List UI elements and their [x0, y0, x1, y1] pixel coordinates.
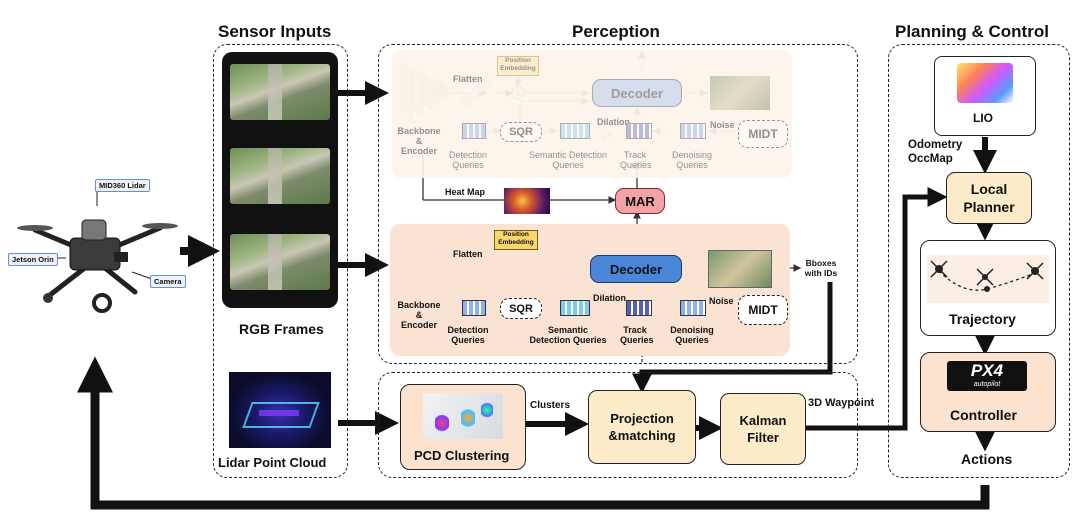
sqr-top: SQR: [500, 122, 542, 142]
kalman-to-planner-arrow: [806, 187, 948, 431]
controller-label: Controller: [950, 407, 1017, 423]
dilation-label-bottom: Dilation: [593, 293, 626, 303]
clusters-label: Clusters: [530, 400, 571, 411]
jetson-label: Jetson Orin: [12, 255, 54, 264]
rgb-frames-stack: [222, 52, 338, 308]
perception-group: [378, 44, 858, 364]
pcd-clustering-label: PCD Clustering: [414, 448, 510, 463]
lio-box: LIO: [934, 56, 1036, 136]
sensor-inputs-group: [213, 44, 348, 478]
pcd-clustering-box: PCD Clustering: [400, 384, 526, 470]
lio-label: LIO: [973, 111, 993, 125]
flatten-label-top: Flatten: [453, 74, 483, 84]
detection-query-stack-bottom: [462, 300, 486, 316]
drone-illustration: [10, 200, 180, 320]
perception-top-panel: [392, 50, 792, 178]
detection-queries-top: Detection Queries: [448, 150, 488, 170]
lidar-label-tag: MID360 Lidar: [95, 179, 150, 192]
midt-top: MIDT: [738, 120, 788, 148]
projection-matching-box: Projection &matching: [588, 390, 696, 464]
local-planner-box: Local Planner: [946, 172, 1032, 224]
midt-bottom: MIDT: [738, 295, 788, 325]
decoder-bottom: Decoder: [590, 255, 682, 283]
feedback-loop-arrow: [77, 356, 990, 510]
odometry-label: Odometry OccMap: [908, 139, 963, 165]
position-embedding-top: Position Embedding: [497, 56, 539, 76]
pcd-clustering-image: [423, 393, 503, 439]
perception-bottom-panel: [390, 224, 790, 356]
backbone-label-top: Backbone & Encoder: [397, 126, 441, 156]
camera-label-tag: Camera: [150, 275, 186, 288]
trajectory-box: Trajectory: [920, 240, 1056, 336]
actions-label: Actions: [961, 451, 1013, 467]
rgb-frame-3: [230, 234, 330, 290]
kalman-filter-box: Kalman Filter: [720, 393, 806, 465]
sensor-inputs-title: Sensor Inputs: [218, 22, 332, 41]
px4-logo: PX4 autopilot: [947, 361, 1027, 391]
perception-title: Perception: [572, 22, 660, 41]
noise-label-bottom: Noise: [709, 296, 734, 306]
heat-map-image: [504, 188, 550, 214]
tracking-group: [378, 372, 858, 478]
rgb-frames-label: RGB Frames: [239, 321, 324, 337]
planning-control-title: Planning & Control: [895, 22, 1049, 41]
semantic-query-stack-bottom: [560, 300, 590, 316]
lio-map-image: [957, 63, 1013, 103]
jetson-label-tag: Jetson Orin: [8, 253, 58, 266]
rgb-frame-1: [230, 64, 330, 120]
sqr-bottom: SQR: [500, 298, 542, 319]
detection-queries-bottom: Detection Queries: [447, 325, 489, 345]
denoising-query-stack-bottom: [680, 300, 706, 316]
backbone-label-bottom: Backbone & Encoder: [397, 300, 441, 330]
noise-label-top: Noise: [710, 120, 735, 130]
mar-box: MAR: [615, 188, 665, 214]
drone-icon: [17, 219, 178, 313]
lidar-point-cloud-image: [229, 372, 331, 448]
semantic-queries-top: Semantic Detection Queries: [528, 150, 608, 170]
rgb-frame-2: [230, 148, 330, 204]
decoder-output-image-bottom: [708, 250, 772, 288]
bboxes-label: Bboxes with IDs: [804, 258, 838, 278]
track-query-stack-bottom: [626, 300, 652, 316]
lidar-point-cloud-label: Lidar Point Cloud: [218, 455, 327, 470]
dilation-label-top: Dilation: [597, 117, 630, 127]
trajectory-label: Trajectory: [949, 311, 1016, 327]
heat-map-label: Heat Map: [445, 187, 486, 197]
decoder-top: Decoder: [592, 79, 682, 107]
denoising-queries-bottom: Denoising Queries: [670, 325, 714, 345]
track-queries-top: Track Queries: [620, 150, 652, 170]
lidar-label: MID360 Lidar: [99, 181, 146, 190]
semantic-queries-bottom: Semantic Detection Queries: [529, 325, 607, 345]
flatten-label-bottom: Flatten: [453, 249, 483, 259]
position-embedding-bottom: Position Embedding: [494, 230, 538, 250]
track-queries-bottom: Track Queries: [620, 325, 654, 345]
planning-control-group: [888, 44, 1070, 478]
decoder-output-image-top: [710, 76, 770, 110]
waypoint-label: 3D Waypoint: [808, 397, 875, 409]
denoising-queries-top: Denoising Queries: [671, 150, 713, 170]
trajectory-icon: [927, 255, 1049, 303]
perception-top-content: Flatten Position Embedding Decoder Backb…: [0, 0, 1080, 200]
camera-label: Camera: [154, 277, 182, 286]
controller-box: PX4 autopilot Controller: [920, 352, 1056, 432]
